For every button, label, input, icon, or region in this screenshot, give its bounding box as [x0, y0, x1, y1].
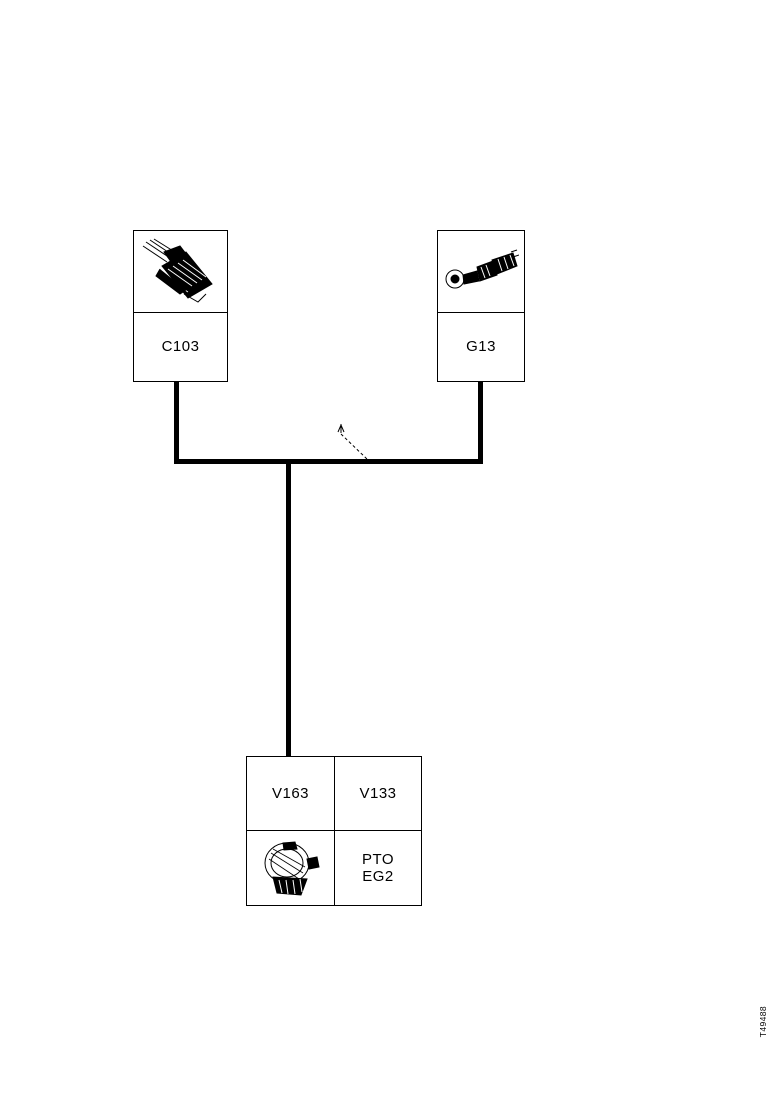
- node-v163-divider-vertical: [334, 757, 335, 905]
- node-c103-divider: [134, 312, 227, 313]
- wire-right-vertical: [478, 381, 483, 464]
- connector-multipin-angled-icon: [140, 236, 222, 308]
- wire-horizontal-bus: [174, 459, 483, 464]
- wire-center-vertical: [286, 459, 291, 757]
- node-g13-label-cell: G13: [438, 312, 524, 381]
- node-g13-art-cell: [438, 231, 524, 312]
- connector-inline-cylindrical-icon: [443, 249, 519, 297]
- reference-code: T49488: [758, 1006, 768, 1038]
- node-v163-label-right: V133: [359, 784, 397, 802]
- node-v163-label-cell-left: V163: [247, 757, 334, 830]
- node-v163-label-cell-bottom-right: PTO EG2: [335, 831, 421, 905]
- node-v163[interactable]: V163 V133: [246, 756, 422, 906]
- node-g13-label: G13: [466, 337, 496, 355]
- node-c103[interactable]: C103: [133, 230, 228, 382]
- node-c103-art-cell: [134, 231, 227, 312]
- node-c103-label: C103: [161, 337, 200, 355]
- node-g13-divider: [438, 312, 524, 313]
- node-v163-label-bottom-right: PTO EG2: [361, 850, 395, 885]
- component-round-motor-icon: [257, 837, 325, 899]
- node-g13[interactable]: G13: [437, 230, 525, 382]
- node-v163-art-cell: [247, 831, 334, 905]
- node-v163-label-cell-right: V133: [335, 757, 421, 830]
- wire-left-vertical: [174, 381, 179, 464]
- node-c103-label-cell: C103: [134, 312, 227, 381]
- callout-leader-line: [332, 420, 382, 465]
- node-v163-label-left: V163: [271, 784, 310, 802]
